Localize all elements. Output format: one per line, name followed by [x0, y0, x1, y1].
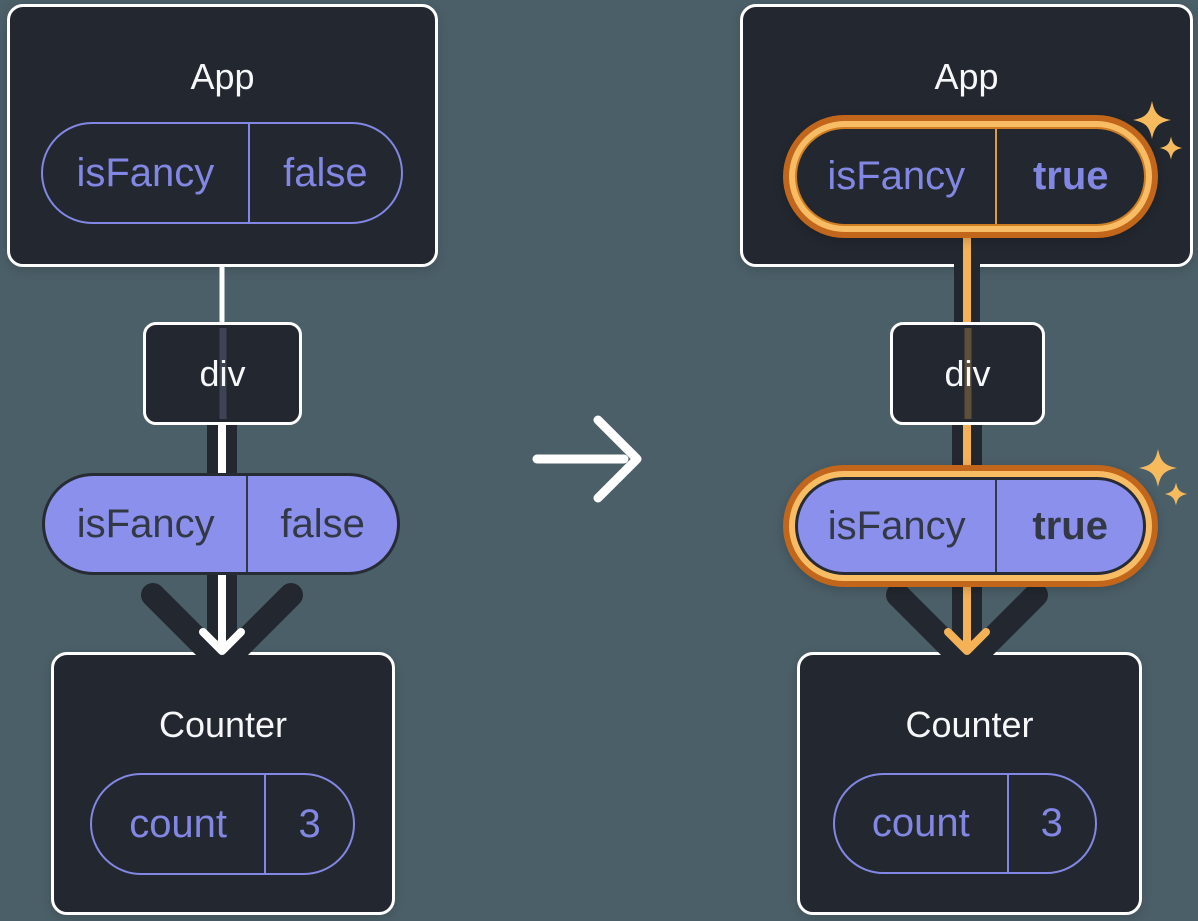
component-title: App — [190, 56, 255, 97]
state-value: true — [1032, 154, 1109, 198]
prop-name: isFancy — [76, 501, 215, 546]
prop-name: isFancy — [827, 503, 966, 548]
passed-prop-pill: isFancy true — [795, 477, 1146, 575]
arrow-right-icon — [532, 415, 642, 503]
app-state-pill: isFancy false — [41, 122, 403, 224]
state-name-cell: isFancy — [43, 124, 248, 222]
prop-name-cell: isFancy — [45, 476, 246, 572]
counter-state-pill: count 3 — [833, 773, 1097, 874]
state-value: 3 — [1040, 801, 1063, 845]
flow-line-through-div — [964, 328, 971, 419]
component-title: App — [934, 56, 999, 97]
highlighted-prop-ring: isFancy true — [783, 465, 1158, 587]
prop-name-cell: isFancy — [798, 480, 995, 572]
state-value-cell: false — [247, 124, 401, 222]
state-name: count — [871, 801, 970, 845]
div-wrapper-box: div — [143, 322, 302, 425]
state-value-cell: 3 — [264, 775, 353, 873]
state-name: count — [129, 801, 228, 846]
component-title: Counter — [158, 704, 288, 745]
highlighted-state-ring: isFancy true — [783, 115, 1158, 238]
prop-value: true — [1032, 503, 1108, 548]
app-state-pill: isFancy true — [795, 127, 1146, 226]
state-value: 3 — [298, 801, 321, 846]
highlight-ring-inner: isFancy true — [789, 121, 1152, 232]
prop-value-cell: true — [995, 480, 1143, 572]
state-name-cell: isFancy — [797, 129, 995, 224]
state-name: isFancy — [827, 154, 966, 198]
state-value-cell: true — [995, 129, 1144, 224]
state-name-cell: count — [835, 775, 1007, 872]
state-name-cell: count — [92, 775, 264, 873]
state-value: false — [283, 150, 368, 195]
component-title: div — [199, 352, 246, 394]
component-title: div — [944, 352, 991, 394]
div-wrapper-box: div — [890, 322, 1045, 425]
flow-line-through-div — [219, 328, 226, 419]
component-title: Counter — [905, 704, 1034, 745]
prop-value: false — [280, 501, 365, 546]
prop-value-cell: false — [246, 476, 397, 572]
passed-prop-pill: isFancy false — [42, 473, 400, 575]
state-name: isFancy — [76, 150, 215, 195]
highlight-ring-inner: isFancy true — [789, 471, 1152, 581]
counter-state-pill: count 3 — [90, 773, 355, 875]
state-value-cell: 3 — [1006, 775, 1095, 872]
